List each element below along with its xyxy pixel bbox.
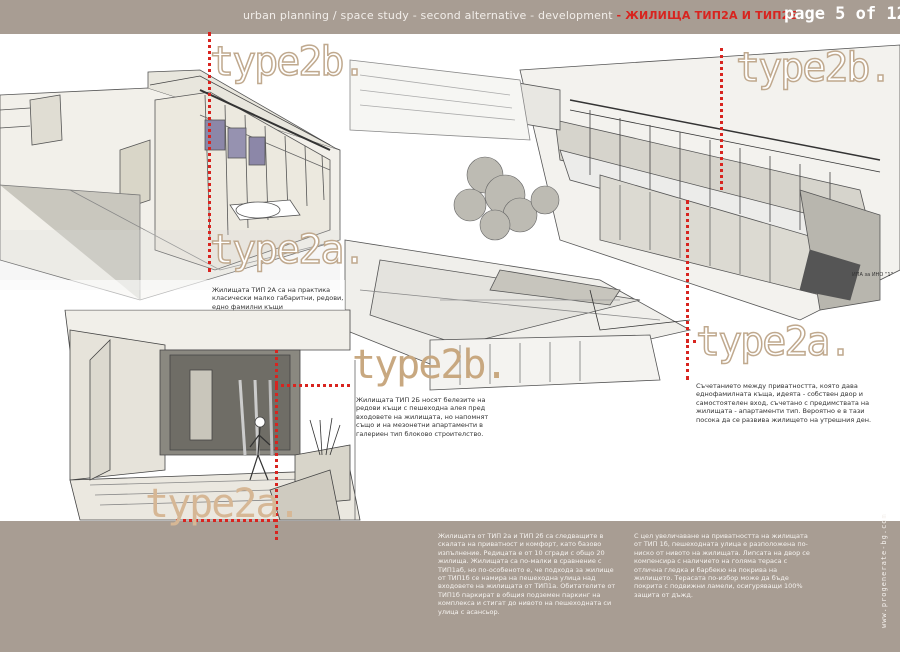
guide-line-2a <box>208 32 211 272</box>
bottom-text-left: Жилищата от ТИП 2а и ТИП 2б са следващит… <box>438 532 616 616</box>
header-bar <box>0 0 900 34</box>
type2b-label-top-right: type2b. <box>735 45 893 91</box>
section-person-sketch <box>64 309 361 521</box>
guide-line-2a-right <box>686 200 689 380</box>
header-title-text: urban planning / space study - second al… <box>243 9 613 22</box>
guide-line-h-bottom <box>176 519 276 522</box>
guide-line-2b-right <box>720 48 723 190</box>
note-privacy: Съчетанието между приватността, която да… <box>696 382 872 424</box>
trees-sketch <box>453 156 560 241</box>
type2b-label-top-left: type2b. <box>209 39 367 85</box>
header-subtitle: - ЖИЛИЩА ТИП2А И ТИП2Б <box>616 9 799 22</box>
type2b-label-center: type2b. <box>352 342 509 388</box>
type2a-label-mid-right: type2a. <box>695 319 853 365</box>
note-type2a: Жилищата ТИП 2А са на практика класическ… <box>212 286 344 311</box>
footer-bar <box>0 521 900 652</box>
guide-line-h-center <box>275 384 350 387</box>
row-houses-2a-sketch <box>0 69 341 301</box>
note-small-tag: ИПА за ИНО “1” <box>852 272 894 278</box>
bottom-text-right: С цел увеличаване на приватността на жил… <box>634 532 810 599</box>
header-title: urban planning / space study - second al… <box>243 9 798 22</box>
page-indicator: page 5 of 12 <box>784 4 900 24</box>
type2a-label-bottom: type2a. <box>145 481 302 527</box>
walkway-sketch <box>344 239 692 391</box>
footer-url: www.progenerate-bg.com <box>880 513 888 628</box>
type2a-label-mid-left: type2a. <box>209 227 367 273</box>
guide-line-h-right <box>686 340 696 343</box>
terraced-block-2b-sketch <box>349 44 900 321</box>
guide-line-2b-center <box>275 350 278 540</box>
note-type2b: Жилищата ТИП 2Б носят белезите на редови… <box>356 396 489 438</box>
